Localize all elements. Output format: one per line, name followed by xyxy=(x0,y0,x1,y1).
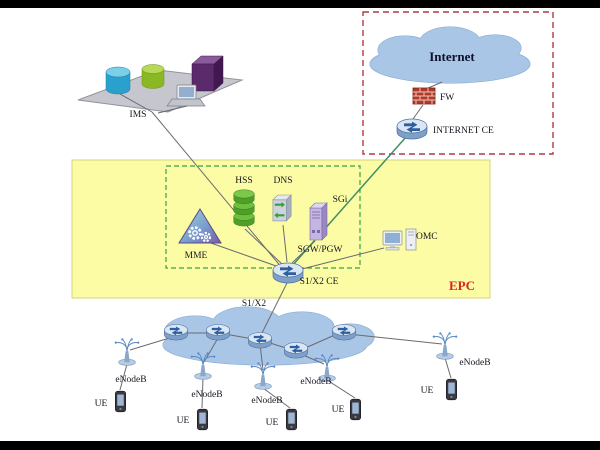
hss-label: HSS xyxy=(235,176,252,186)
link-firewall-to-internet-ce xyxy=(412,104,424,120)
ue-label: UE xyxy=(177,416,190,426)
link-router5-enodeb5 xyxy=(347,333,443,345)
s1x2-ce-label: S1/X2 CE xyxy=(300,277,339,287)
link-enodeb4-ue4 xyxy=(326,379,356,399)
enodeb-antenna-icon xyxy=(432,332,458,360)
sgw-pgw-server-icon xyxy=(309,202,328,241)
ue-phone-icon xyxy=(349,398,362,421)
ue-phone-icon xyxy=(285,408,298,431)
link-mme-to-edge-router xyxy=(207,241,280,268)
link-enodeb2-ue2 xyxy=(201,377,204,409)
link-ims-to-edge-router xyxy=(151,111,283,269)
dns-label: DNS xyxy=(273,176,292,186)
enodeb-label: eNodeB xyxy=(191,390,222,400)
link-hss-to-edge-router xyxy=(244,228,284,266)
bottom-letterbox-bar xyxy=(0,441,600,450)
top-letterbox-bar xyxy=(0,0,600,8)
mme-label: MME xyxy=(185,251,208,261)
internet-ce-router-icon xyxy=(396,118,428,140)
ue-phone-icon xyxy=(445,378,458,401)
link-enodeb3-ue3 xyxy=(262,387,291,409)
sgw-pgw-label: SGW/PGW xyxy=(298,245,343,255)
internet-cloud xyxy=(369,26,531,84)
sgi-label: SGi xyxy=(333,195,348,205)
cloud-router-icon xyxy=(163,324,189,341)
s1x2-interface-label: S1/X2 xyxy=(242,299,267,309)
enodeb-label: eNodeB xyxy=(251,396,282,406)
link-edge-router-to-cloud xyxy=(261,282,288,334)
internet-cloud-label: Internet xyxy=(429,49,475,64)
ue-phone-icon xyxy=(114,390,127,413)
link-ims-db xyxy=(119,93,153,113)
link-router4-router5 xyxy=(302,333,338,350)
link-sgw-to-edge-router xyxy=(291,240,316,264)
cloud-router-icon xyxy=(283,342,309,359)
ue-label: UE xyxy=(266,418,279,428)
link-dns-to-edge-router xyxy=(282,224,288,263)
ims-platform xyxy=(77,55,244,113)
ue-phone-icon xyxy=(196,408,209,431)
link-router3-enodeb3 xyxy=(259,343,264,371)
laptop-icon xyxy=(166,84,206,107)
cloud-router-icon xyxy=(205,324,231,341)
ue-label: UE xyxy=(332,405,345,415)
epc-core-dashed-box xyxy=(165,165,361,269)
database-cylinder-blue-icon xyxy=(105,66,131,95)
internet-zone-dashed-box xyxy=(362,11,554,155)
internet-ce-label: INTERNET CE xyxy=(433,126,494,136)
ue-label: UE xyxy=(95,399,108,409)
enodeb-label: eNodeB xyxy=(459,358,490,368)
enodeb-antenna-icon xyxy=(114,338,140,366)
link-enodeb5-ue5 xyxy=(444,357,452,379)
database-cylinder-green-icon xyxy=(141,64,165,89)
firewall-label: FW xyxy=(440,93,454,103)
omc-label: OMC xyxy=(416,232,438,242)
link-enodeb1-ue1 xyxy=(119,363,128,391)
server-cube-purple-icon xyxy=(191,55,224,92)
hss-database-icon xyxy=(233,189,255,227)
firewall-icon xyxy=(412,87,436,105)
dns-server-icon xyxy=(272,194,292,222)
link-ims-laptop xyxy=(157,105,188,114)
epc-zone-label: EPC xyxy=(449,278,475,293)
cloud-router-icon xyxy=(331,324,357,341)
s1x2-ce-router-icon xyxy=(272,262,304,284)
enodeb-label: eNodeB xyxy=(300,377,331,387)
link-omc-to-edge-router xyxy=(301,247,385,270)
ims-label: IMS xyxy=(130,110,147,120)
ue-label: UE xyxy=(421,386,434,396)
cloud-router-icon xyxy=(247,332,273,349)
enodeb-label: eNodeB xyxy=(115,375,146,385)
